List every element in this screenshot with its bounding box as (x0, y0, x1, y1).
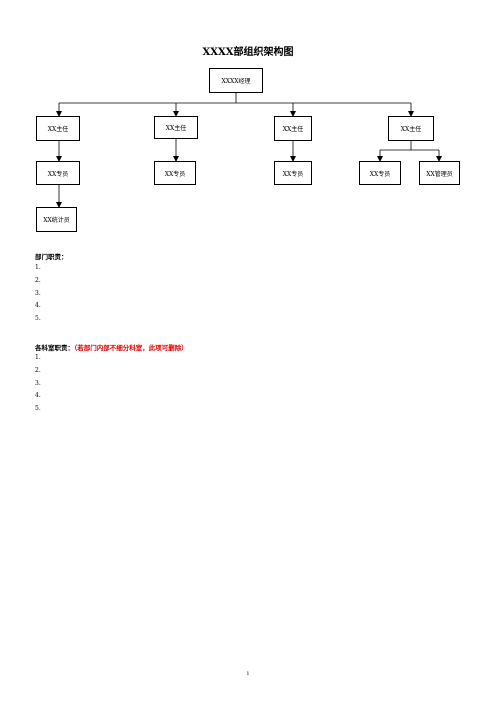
section-heading-offices: 各科室职责：（若部门内部不细分科室，此项可删除） (35, 342, 188, 352)
org-node-director-3: XX主任 (274, 116, 312, 141)
org-node-director-1: XX主任 (36, 116, 80, 141)
list-item: 5. (35, 405, 41, 413)
section-note: （若部门内部不细分科室，此项可删除） (74, 344, 188, 352)
list-item: 1. (35, 354, 41, 361)
list-item: 3. (35, 379, 41, 387)
department-duties-list: 1. 2. 3. 4. 5. (35, 262, 41, 326)
list-item: 2. (35, 276, 41, 284)
org-node-director-4: XX主任 (388, 116, 434, 141)
org-node-staff-3: XX专员 (274, 161, 312, 185)
list-item: 5. (35, 315, 41, 323)
section-heading-text: 部门职责： (35, 253, 68, 261)
page-title: XXXX部组织架构图 (202, 47, 294, 58)
section-heading-department: 部门职责： (35, 251, 68, 261)
org-node-director-2: XX主任 (154, 116, 198, 139)
org-node-admin: XX管理员 (419, 161, 460, 185)
page-number: 1 (246, 671, 250, 677)
list-item: 3. (35, 289, 41, 297)
org-node-staff-4: XX专员 (359, 161, 401, 185)
office-duties-list: 1. 2. 3. 4. 5. (35, 352, 41, 416)
list-item: 4. (35, 392, 41, 400)
list-item: 4. (35, 302, 41, 310)
org-node-staff-1: XX专员 (36, 161, 80, 185)
org-node-statistician: XX统计员 (36, 207, 77, 232)
list-item: 2. (35, 366, 41, 374)
org-node-staff-2: XX专员 (154, 161, 196, 185)
list-item: 1. (35, 264, 41, 271)
org-node-manager: XXXX经理 (209, 68, 263, 93)
section-heading-text: 各科室职责： (35, 344, 74, 352)
